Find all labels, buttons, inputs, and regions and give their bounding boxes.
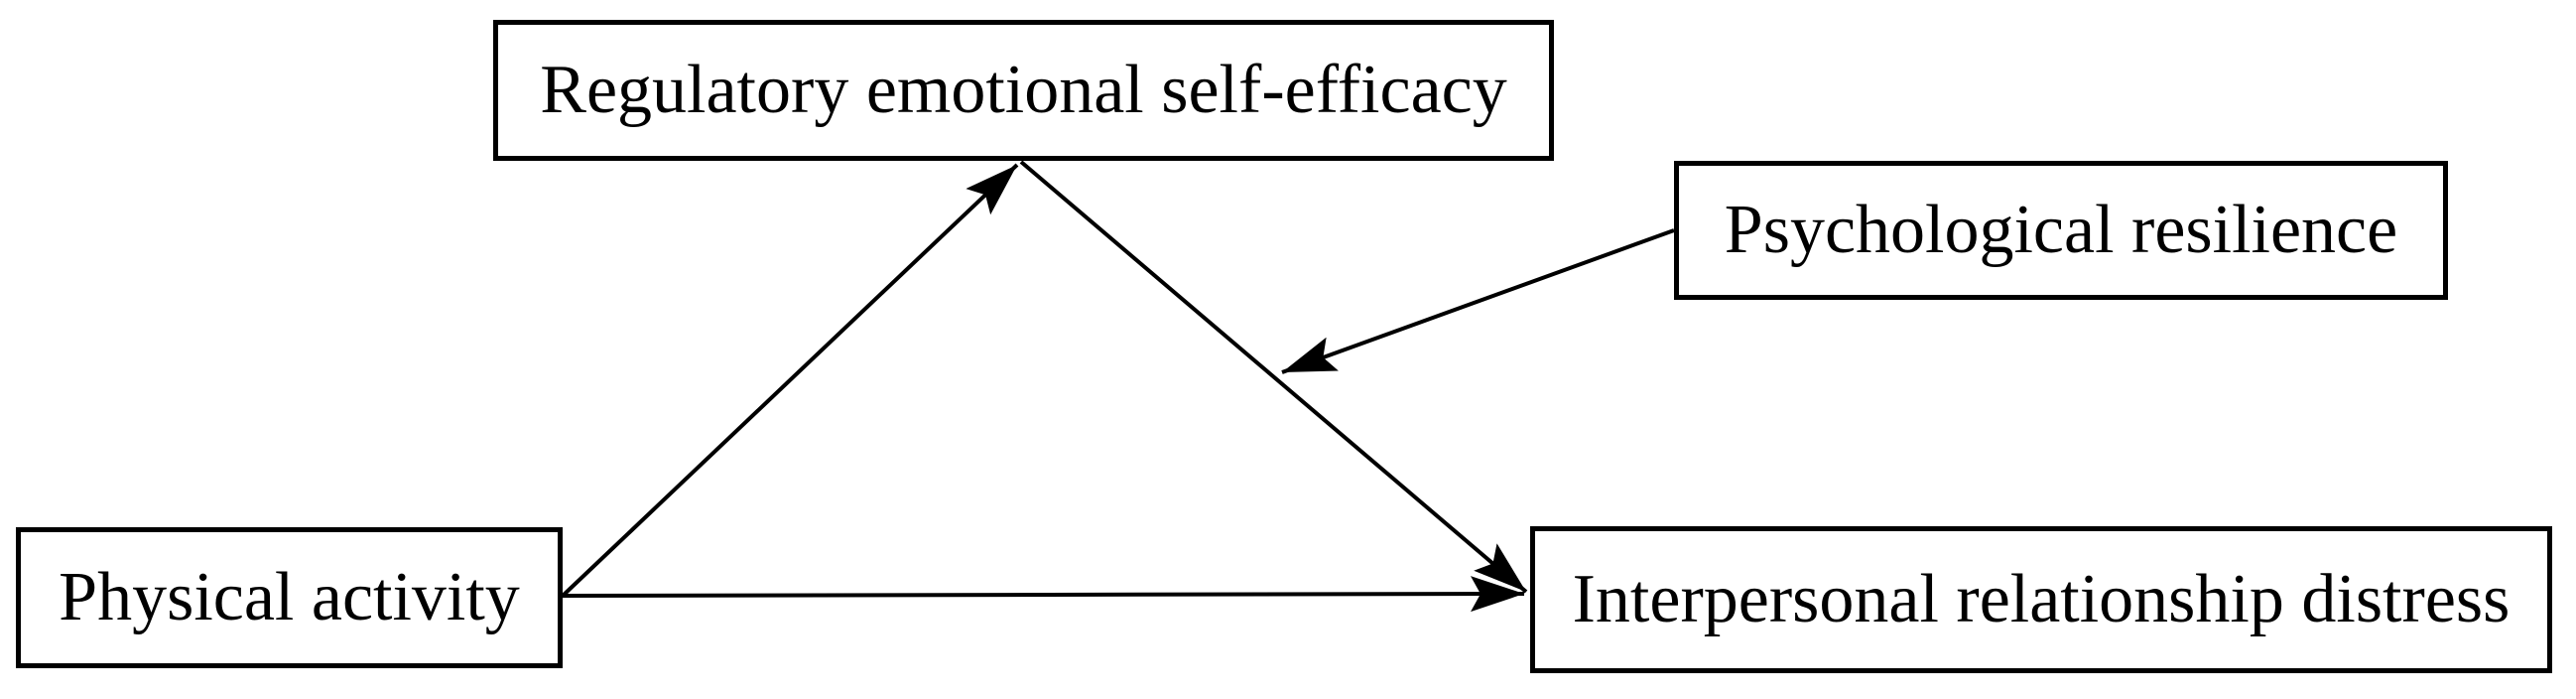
node-resilience-label: Psychological resilience bbox=[1724, 192, 2398, 268]
node-regulatory-emotional-self-efficacy: Regulatory emotional self-efficacy bbox=[493, 20, 1554, 161]
node-interpersonal-relationship-distress: Interpersonal relationship distress bbox=[1530, 526, 2552, 673]
node-physical-label: Physical activity bbox=[59, 559, 520, 635]
arrow-regulatory-to-distress bbox=[1019, 160, 1528, 594]
node-psychological-resilience: Psychological resilience bbox=[1674, 161, 2448, 300]
arrow-resilience-to-mediation-path bbox=[1281, 228, 1675, 374]
arrow-physical-to-regulatory bbox=[561, 163, 1019, 598]
arrow-physical-to-distress bbox=[562, 576, 1525, 613]
node-physical-activity: Physical activity bbox=[16, 527, 563, 668]
node-distress-label: Interpersonal relationship distress bbox=[1572, 561, 2511, 637]
node-regulatory-label: Regulatory emotional self-efficacy bbox=[540, 52, 1507, 128]
